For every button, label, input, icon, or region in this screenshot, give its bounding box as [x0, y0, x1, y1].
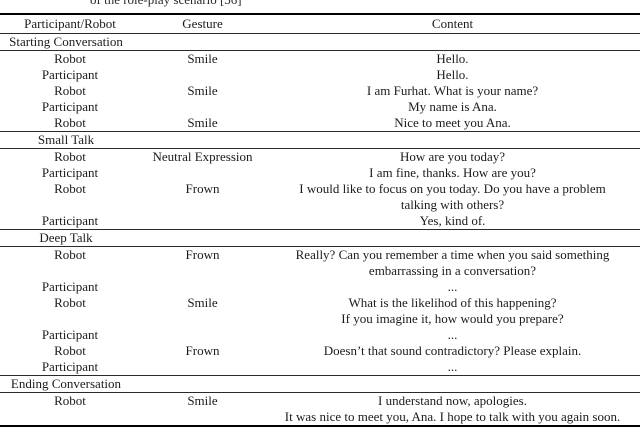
speaker-cell: Participant — [41, 165, 99, 180]
content-cell: ... — [265, 327, 640, 343]
speaker-cell: Participant — [41, 67, 99, 82]
speaker-cell: Robot — [54, 83, 86, 98]
speaker-cell: Robot — [54, 181, 86, 196]
content-line: I would like to focus on you today. Do y… — [299, 181, 606, 196]
content-cell: My name is Ana. — [265, 99, 640, 115]
speaker-cell: Participant — [41, 279, 99, 294]
gesture-cell: Smile — [187, 51, 218, 66]
content-line: Hello. — [436, 51, 469, 66]
column-header-content: Content — [431, 16, 474, 31]
content-line: My name is Ana. — [408, 99, 497, 114]
content-line: ... — [447, 359, 458, 374]
section-header-label: Small Talk — [37, 132, 95, 147]
speaker-cell: Robot — [54, 149, 86, 164]
gesture-cell: Frown — [185, 247, 220, 262]
table-top-rule — [0, 13, 640, 15]
section-header-label: Starting Conversation — [9, 34, 123, 49]
section-header: Starting Conversation — [0, 34, 640, 50]
content-cell: I understand now, apologies.It was nice … — [265, 393, 640, 425]
content-line: It was nice to meet you, Ana. I hope to … — [284, 409, 621, 424]
speaker-cell: Robot — [54, 115, 86, 130]
content-cell: How are you today? — [265, 149, 640, 165]
gesture-cell: Smile — [187, 295, 218, 310]
section-header: Ending Conversation — [0, 376, 640, 392]
content-line: What is the likelihod of this happening? — [348, 295, 557, 310]
gesture-cell — [140, 359, 265, 375]
section-rule-below — [0, 148, 640, 149]
speaker-cell: Participant — [41, 359, 99, 374]
content-line: embarrassing in a conversation? — [368, 263, 537, 278]
content-line: Hello. — [436, 67, 469, 82]
section-rule-below — [0, 246, 640, 247]
content-cell: Really? Can you remember a time when you… — [265, 247, 640, 279]
gesture-cell: Neutral Expression — [152, 149, 253, 164]
content-line: ... — [447, 279, 458, 294]
gesture-cell: Smile — [187, 83, 218, 98]
gesture-cell: Frown — [185, 343, 220, 358]
section-rule-above — [0, 375, 640, 376]
speaker-cell: Participant — [41, 327, 99, 342]
section-header: Deep Talk — [0, 230, 640, 246]
gesture-cell — [140, 99, 265, 115]
content-line: Doesn’t that sound contradictory? Please… — [323, 343, 582, 358]
column-header-gesture: Gesture — [182, 16, 223, 31]
content-cell: What is the likelihod of this happening?… — [265, 295, 640, 327]
table-bottom-rule — [0, 425, 640, 427]
speaker-cell: Robot — [54, 393, 86, 408]
section-rule-below — [0, 392, 640, 393]
speaker-cell: Participant — [41, 213, 99, 228]
section-header-label: Deep Talk — [39, 230, 93, 245]
speaker-cell: Robot — [54, 295, 86, 310]
content-cell: ... — [265, 359, 640, 375]
content-line: Really? Can you remember a time when you… — [295, 247, 610, 262]
content-cell: Hello. — [265, 51, 640, 67]
content-line: I am fine, thanks. How are you? — [369, 165, 536, 180]
section-rule-above — [0, 229, 640, 230]
content-cell: ... — [265, 279, 640, 295]
content-cell: Yes, kind of. — [265, 213, 640, 229]
content-line: talking with others? — [400, 197, 505, 212]
section-rule-below — [0, 50, 640, 51]
gesture-cell — [140, 165, 265, 181]
speaker-cell: Robot — [54, 343, 86, 358]
content-cell: Nice to meet you Ana. — [265, 115, 640, 131]
gesture-cell: Smile — [187, 393, 218, 408]
content-line: ... — [447, 327, 458, 342]
content-cell: I would like to focus on you today. Do y… — [265, 181, 640, 213]
content-line: I am Furhat. What is your name? — [366, 83, 539, 98]
speaker-cell: Robot — [54, 247, 86, 262]
section-rule-above — [0, 131, 640, 132]
content-line: Yes, kind of. — [419, 213, 486, 228]
content-line: If you imagine it, how would you prepare… — [341, 311, 564, 326]
caption-fragment: of the role-play scenario [36] — [90, 0, 570, 8]
content-cell: Doesn’t that sound contradictory? Please… — [265, 343, 640, 359]
gesture-cell: Frown — [185, 181, 220, 196]
gesture-cell — [140, 327, 265, 343]
conversation-table: Participant/Robot Gesture Content Starti… — [0, 13, 640, 427]
gesture-cell — [140, 67, 265, 83]
content-cell: Hello. — [265, 67, 640, 83]
gesture-cell — [140, 213, 265, 229]
gesture-cell: Smile — [187, 115, 218, 130]
speaker-cell: Robot — [54, 51, 86, 66]
caption-fragment-text: of the role-play scenario [36] — [90, 0, 570, 8]
speaker-cell: Participant — [41, 99, 99, 114]
content-line: I understand now, apologies. — [378, 393, 527, 408]
section-header-label: Ending Conversation — [10, 376, 122, 391]
content-line: How are you today? — [399, 149, 506, 164]
column-header-participant-robot: Participant/Robot — [24, 16, 116, 31]
content-cell: I am fine, thanks. How are you? — [265, 165, 640, 181]
content-cell: I am Furhat. What is your name? — [265, 83, 640, 99]
content-line: Nice to meet you Ana. — [394, 115, 511, 130]
gesture-cell — [140, 279, 265, 295]
header-rule — [0, 33, 640, 34]
section-header: Small Talk — [0, 132, 640, 148]
